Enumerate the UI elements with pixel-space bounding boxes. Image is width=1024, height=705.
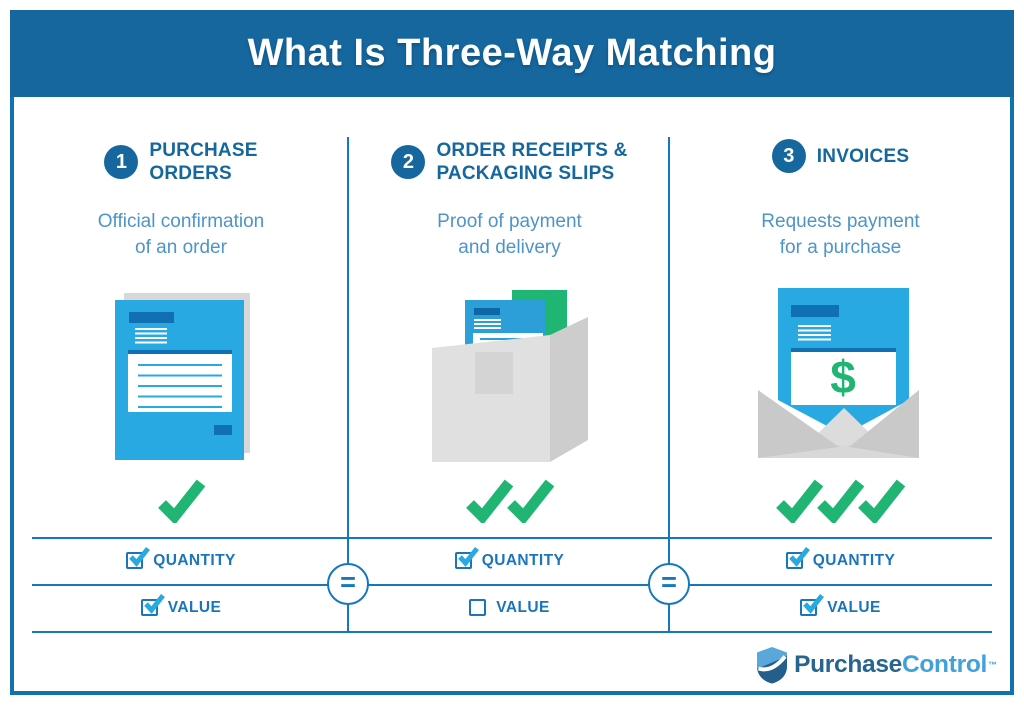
value-row: VALUE [14, 584, 348, 631]
match-checks [350, 475, 669, 525]
dollar-sign: $ [830, 351, 856, 403]
quantity-row: QUANTITY [14, 537, 348, 584]
column-invoices: 3 INVOICES Requests payment for a purcha… [671, 97, 1010, 691]
column-header: 3 INVOICES [671, 139, 1010, 173]
green-checkmark-icon [858, 479, 905, 523]
step-number-badge: 3 [771, 139, 806, 173]
column-header: 2 ORDER RECEIPTS & PACKAGING SLIPS [350, 139, 669, 185]
trademark-symbol: ™ [988, 660, 997, 670]
green-checkmark-icon [506, 479, 554, 523]
column-order-receipts: 2 ORDER RECEIPTS & PACKAGING SLIPS Proof… [350, 97, 669, 691]
page-title: What Is Three-Way Matching [247, 32, 777, 74]
logo-text-purchase: Purchase [794, 651, 902, 678]
illustration-wrap: $ [671, 283, 1010, 463]
column-title: INVOICES [816, 145, 910, 167]
logo-text-control: Control [902, 651, 987, 678]
step-number-badge: 2 [391, 145, 426, 179]
checkbox-check-glyph-icon [129, 546, 151, 567]
checkbox-checked-icon [800, 593, 825, 616]
quantity-row: QUANTITY [671, 537, 1010, 584]
illustration-wrap [350, 280, 669, 465]
value-label: VALUE [496, 599, 550, 616]
checkbox-check-glyph-icon [457, 546, 479, 567]
match-checks [14, 475, 348, 525]
value-row: VALUE [350, 584, 669, 631]
row-line-top [32, 537, 992, 539]
column-title: ORDER RECEIPTS & PACKAGING SLIPS [436, 140, 628, 184]
quantity-label: QUANTITY [153, 552, 236, 569]
green-checkmark-icon [465, 479, 513, 523]
equals-symbol: = [340, 567, 356, 597]
value-label: VALUE [827, 599, 881, 616]
column-subtitle: Proof of payment and delivery [437, 211, 582, 258]
equals-symbol: = [661, 567, 677, 597]
checkbox-check-glyph-icon [803, 593, 825, 614]
illustration-wrap [14, 285, 348, 465]
green-checkmark-icon [817, 479, 864, 523]
row-line-middle [32, 584, 992, 586]
value-label: VALUE [167, 599, 222, 616]
checkbox-checked-icon [454, 546, 479, 569]
step-number-badge: 1 [104, 145, 139, 179]
content-panel: 1 PURCHASE ORDERS Official confirmation … [10, 97, 1014, 695]
equals-badge: = [648, 563, 690, 605]
checkbox-checked-icon [140, 593, 165, 616]
column-subtitle: Official confirmation of an order [97, 211, 265, 258]
match-checks [671, 475, 1010, 525]
checkbox-check-glyph-icon [143, 593, 165, 614]
column-header: 1 PURCHASE ORDERS [14, 139, 348, 185]
equals-badge: = [327, 563, 369, 605]
column-subtitle: Requests payment for a purchase [761, 211, 920, 258]
column-purchase-orders: 1 PURCHASE ORDERS Official confirmation … [14, 97, 348, 691]
invoice-envelope-dollar-icon: $ [757, 288, 919, 458]
column-divider-1 [347, 137, 349, 633]
shipping-box-receipts-icon [431, 290, 588, 462]
purchasecontrol-shield-icon [757, 646, 788, 683]
green-checkmark-icon [776, 479, 823, 523]
quantity-label: QUANTITY [481, 552, 565, 569]
row-line-bottom [32, 631, 992, 633]
purchase-order-document-icon [115, 293, 250, 460]
banner: What Is Three-Way Matching [10, 10, 1014, 97]
column-divider-2 [668, 137, 670, 633]
quantity-label: QUANTITY [812, 552, 896, 569]
green-checkmark-icon [157, 479, 205, 523]
quantity-row: QUANTITY [350, 537, 669, 584]
column-title: PURCHASE ORDERS [149, 140, 258, 184]
value-row: VALUE [671, 584, 1010, 631]
checkbox-checked-icon [126, 546, 151, 569]
checkbox-check-glyph-icon [788, 546, 810, 567]
checkbox-empty-icon [469, 599, 487, 616]
checkbox-checked-icon [785, 546, 810, 569]
